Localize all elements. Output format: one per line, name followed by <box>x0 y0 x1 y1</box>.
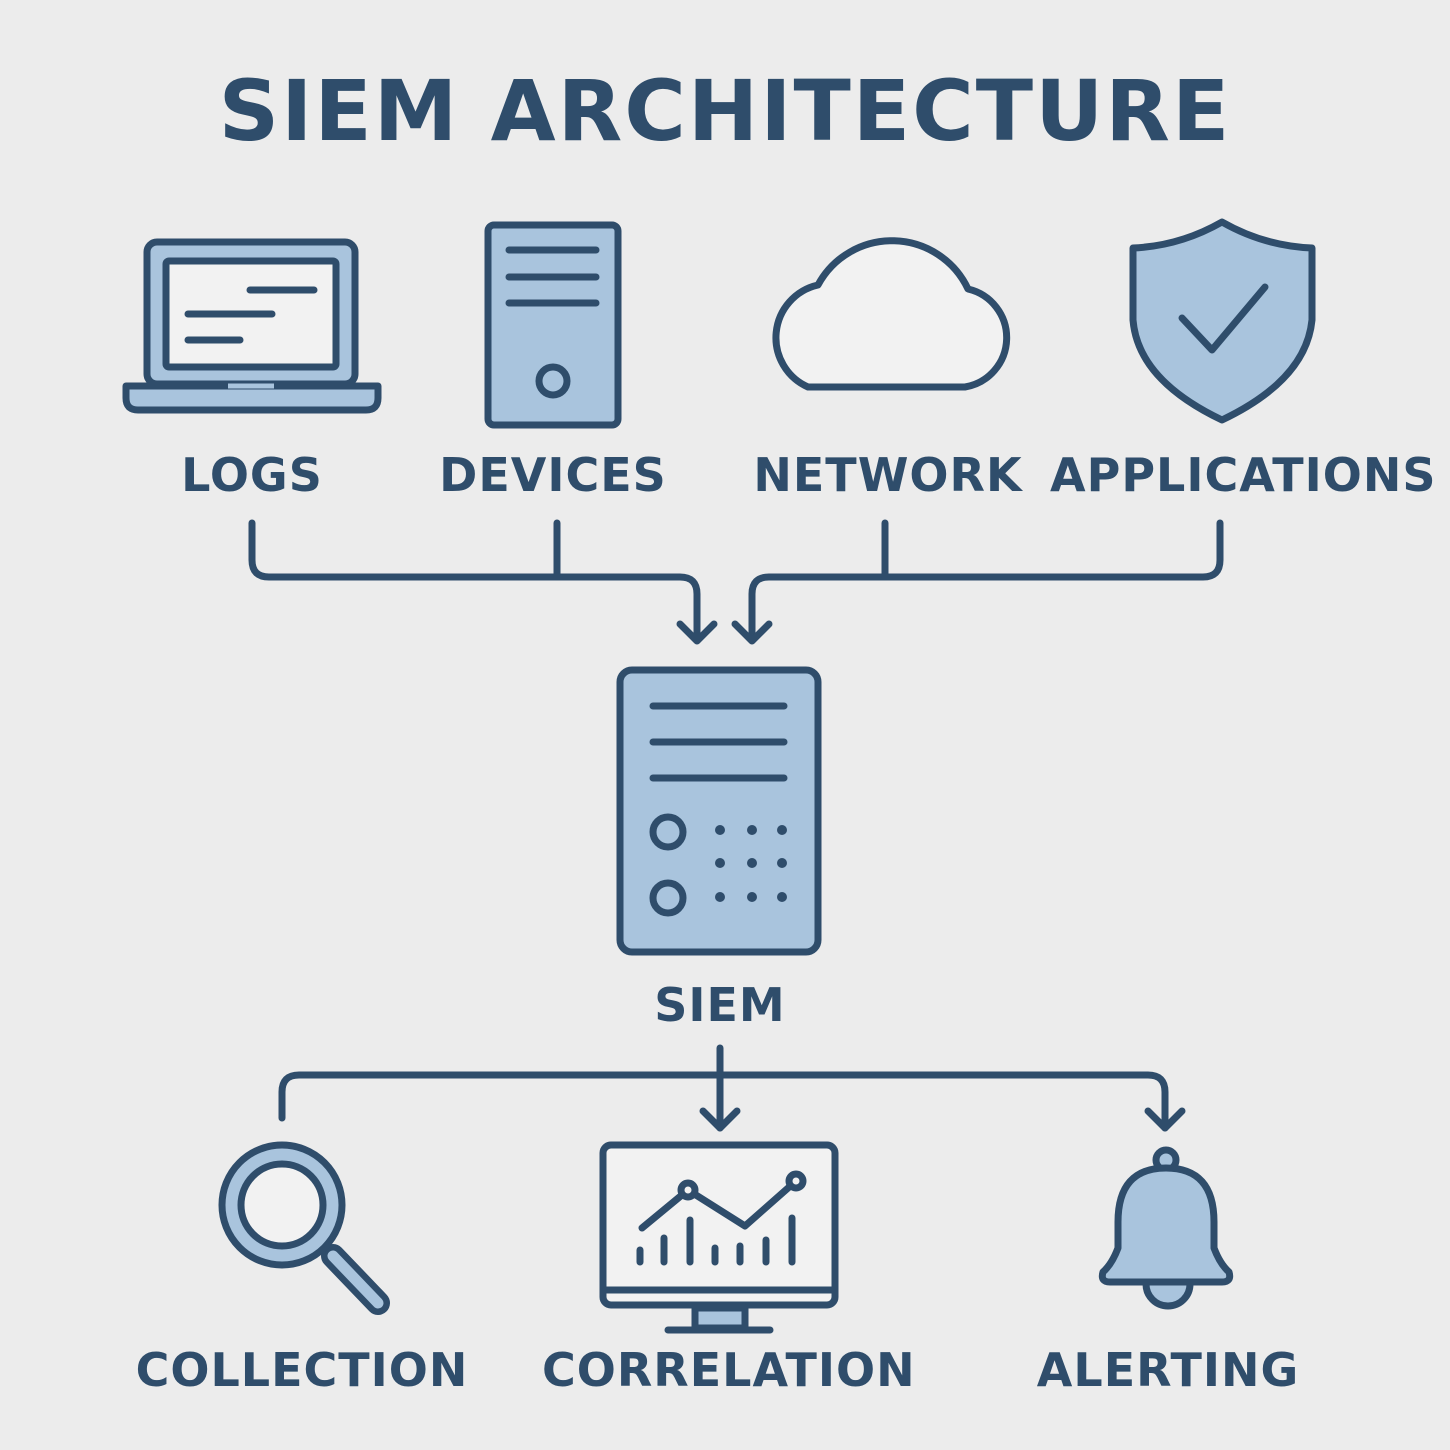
server-tower-icon <box>484 221 622 429</box>
bell-icon <box>1098 1146 1234 1310</box>
output-connectors <box>278 1044 1186 1132</box>
laptop-icon <box>122 238 382 414</box>
input-connectors <box>248 519 1224 645</box>
source-label-network: NETWORK <box>753 448 1023 502</box>
diagram-title: SIEM ARCHITECTURE <box>218 62 1232 160</box>
shield-check-icon <box>1129 218 1316 424</box>
output-label-collection: COLLECTION <box>135 1343 469 1397</box>
source-label-logs: LOGS <box>181 448 323 502</box>
output-label-correlation: CORRELATION <box>542 1343 916 1397</box>
cloud-icon <box>772 237 1011 391</box>
magnifier-icon <box>218 1141 390 1315</box>
server-rack-icon <box>616 666 822 956</box>
source-label-devices: DEVICES <box>439 448 667 502</box>
chart-monitor-icon <box>599 1141 839 1334</box>
source-label-applications: APPLICATIONS <box>1050 448 1437 502</box>
output-label-alerting: ALERTING <box>1036 1343 1300 1397</box>
hub-label-siem: SIEM <box>654 978 786 1032</box>
